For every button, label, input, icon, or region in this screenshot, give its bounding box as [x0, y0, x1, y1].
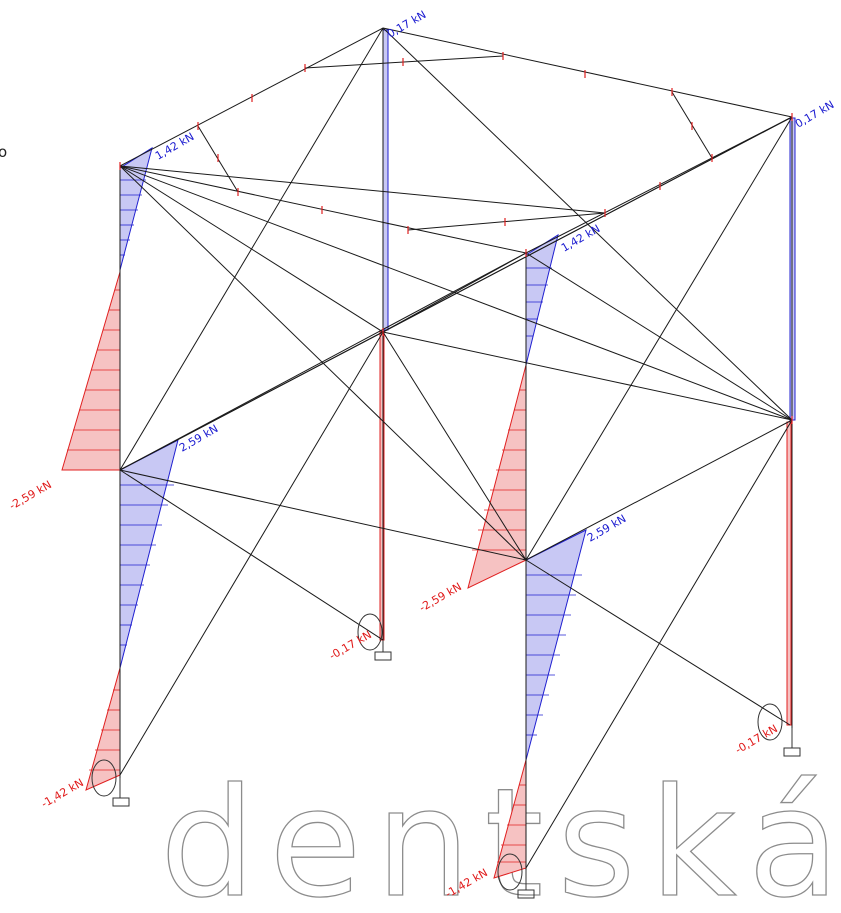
force-diagrams — [61, 29, 796, 879]
support-front — [497, 853, 535, 899]
label-base-left: -1,42 kN — [39, 776, 86, 811]
diagram-left-mid-neg — [61, 271, 121, 471]
diagram-front-low-pos — [525, 529, 587, 761]
label-base-mid: -0,17 kN — [327, 628, 374, 663]
frame-members — [119, 27, 793, 870]
diagram-mid-upper-pos — [382, 29, 389, 331]
label-mid-front-neg: -2,59 kN — [417, 580, 464, 615]
watermark-text: dentská ve — [160, 757, 841, 913]
support-left — [91, 759, 130, 807]
label-upper-left: 1,42 kN — [153, 130, 196, 163]
label-upper-front: 1,42 kN — [559, 222, 602, 255]
edge-text: o — [0, 143, 7, 161]
label-top-mid: 0,17 kN — [385, 8, 428, 41]
diagram-hatching — [67, 179, 582, 863]
diagram-left-low-pos — [119, 439, 179, 669]
diagram-right-lower-neg — [786, 421, 792, 726]
label-mid-left-neg: -2,59 kN — [7, 478, 54, 513]
label-mid-front-pos: 2,59 kN — [585, 512, 628, 545]
pinned-support-icon — [91, 613, 801, 899]
label-top-right: 0,17 kN — [793, 98, 836, 131]
support-right — [757, 703, 801, 757]
diagram-front-mid-neg — [467, 364, 527, 589]
label-mid-left-pos: 2,59 kN — [177, 422, 220, 455]
support-mid — [357, 613, 392, 661]
member-ticks — [119, 52, 793, 424]
